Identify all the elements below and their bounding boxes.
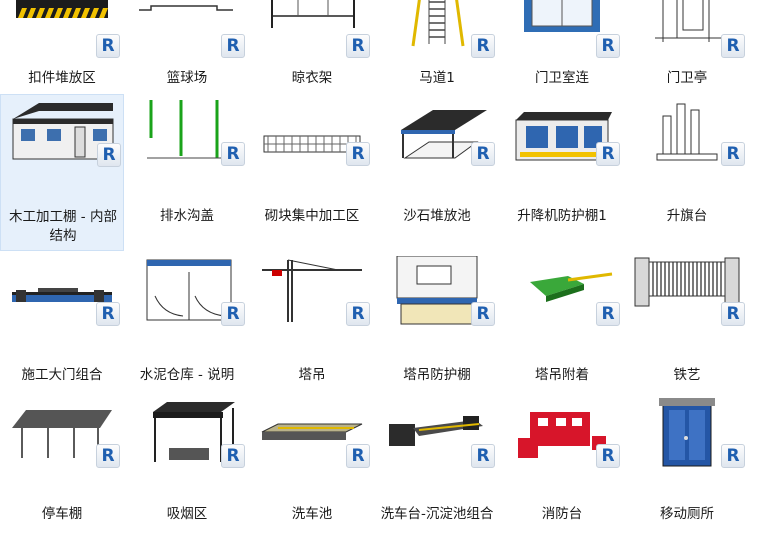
family-tile-carpentry-shed[interactable]: R 木工加工棚 - 内部结构 xyxy=(0,94,124,251)
revit-badge-icon: R xyxy=(96,34,120,58)
revit-badge-icon: R xyxy=(221,34,245,58)
family-tile-label: 排水沟盖 xyxy=(160,208,214,224)
site-gate-icon xyxy=(8,256,116,326)
family-tile-label: 吸烟区 xyxy=(166,506,208,522)
family-tile-label: 移动厕所 xyxy=(660,506,714,522)
family-tile-label: 扣件堆放区 xyxy=(28,70,96,86)
family-tile-label: 木工加工棚 - 内部结构 xyxy=(9,209,117,244)
family-tile-label: 洗车台-沉淀池组合 xyxy=(380,506,494,522)
revit-badge-icon: R xyxy=(471,34,495,58)
family-tile-mobile-toilet[interactable]: R 移动厕所 xyxy=(625,398,749,524)
clothes-rack-icon xyxy=(258,0,366,58)
basketball-court-icon xyxy=(133,0,241,58)
family-tile-label: 塔吊附着 xyxy=(535,367,589,383)
family-tile-label: 洗车池 xyxy=(291,506,333,522)
family-tile-tower-crane[interactable]: R 塔吊 xyxy=(250,254,374,383)
family-tile-sand-gravel-pit[interactable]: R 沙石堆放池 xyxy=(375,94,499,224)
family-tile-guard-room[interactable]: R 门卫室连 xyxy=(500,0,624,114)
revit-badge-icon: R xyxy=(346,34,370,58)
family-tile-label: 砌块集中加工区 xyxy=(264,208,360,224)
revit-badge-icon: R xyxy=(471,142,495,166)
family-tile-label: 门卫室连 xyxy=(535,70,589,86)
iron-fence-icon xyxy=(633,256,741,326)
car-wash-sediment-icon xyxy=(383,398,491,468)
hoist-shelter-icon xyxy=(508,96,616,166)
family-tile-label: 篮球场 xyxy=(166,70,208,86)
revit-badge-icon: R xyxy=(346,142,370,166)
family-tile-label: 消防台 xyxy=(541,506,583,522)
revit-badge-icon: R xyxy=(596,34,620,58)
revit-badge-icon: R xyxy=(346,302,370,326)
revit-badge-icon: R xyxy=(721,34,745,58)
family-tile-flag-platform[interactable]: R 升旗台 xyxy=(625,94,749,224)
ramp-walkway-icon xyxy=(383,0,491,58)
revit-badge-icon: R xyxy=(721,142,745,166)
smoking-area-icon xyxy=(133,398,241,468)
family-tile-label: 晾衣架 xyxy=(291,70,333,86)
revit-badge-icon: R xyxy=(97,143,121,167)
family-tile-carport[interactable]: R 停车棚 xyxy=(0,398,124,524)
family-tile-label: 塔吊 xyxy=(298,367,326,383)
carpentry-shed-icon xyxy=(9,97,117,167)
material-stack-icon xyxy=(8,0,116,58)
revit-badge-icon: R xyxy=(221,302,245,326)
revit-badge-icon: R xyxy=(96,444,120,468)
sand-gravel-pit-icon xyxy=(383,96,491,166)
tower-crane-icon xyxy=(258,256,366,326)
family-tile-crane-attachment[interactable]: R 塔吊附着 xyxy=(500,254,624,383)
family-tile-hoist-shelter[interactable]: R 升降机防护棚1 xyxy=(500,94,624,224)
revit-badge-icon: R xyxy=(596,444,620,468)
carport-icon xyxy=(8,398,116,468)
revit-badge-icon: R xyxy=(471,302,495,326)
drain-cover-icon xyxy=(133,96,241,166)
family-tile-ramp-walkway[interactable]: R 马道1 xyxy=(375,0,499,114)
family-tile-label: 水泥仓库 - 说明 xyxy=(139,367,235,383)
family-tile-car-wash-pool[interactable]: R 洗车池 xyxy=(250,398,374,524)
family-tile-drain-cover[interactable]: R 排水沟盖 xyxy=(125,94,249,224)
family-tile-crane-shelter[interactable]: R 塔吊防护棚 xyxy=(375,254,499,383)
family-tile-smoking-area[interactable]: R 吸烟区 xyxy=(125,398,249,524)
family-tile-label: 门卫亭 xyxy=(666,70,708,86)
family-tile-iron-fence[interactable]: R 铁艺 xyxy=(625,254,749,383)
flag-platform-icon xyxy=(633,96,741,166)
revit-badge-icon: R xyxy=(221,444,245,468)
family-tile-label: 施工大门组合 xyxy=(21,367,103,383)
family-tile-car-wash-sediment[interactable]: R 洗车台-沉淀池组合 xyxy=(375,398,499,524)
revit-badge-icon: R xyxy=(221,142,245,166)
guard-room-icon xyxy=(508,0,616,58)
revit-badge-icon: R xyxy=(721,444,745,468)
family-tile-label: 塔吊防护棚 xyxy=(403,367,471,383)
family-tile-site-gate[interactable]: R 施工大门组合 xyxy=(0,254,124,383)
family-tile-block-processing-area[interactable]: R 砌块集中加工区 xyxy=(250,94,374,224)
family-tile-label: 升旗台 xyxy=(666,208,708,224)
mobile-toilet-icon xyxy=(633,398,741,468)
family-tile-label: 停车棚 xyxy=(41,506,83,522)
guard-booth-icon xyxy=(633,0,741,58)
family-tile-clothes-rack[interactable]: R 晾衣架 xyxy=(250,0,374,114)
revit-badge-icon: R xyxy=(596,142,620,166)
crane-shelter-icon xyxy=(383,256,491,326)
car-wash-pool-icon xyxy=(258,398,366,468)
family-tile-label: 沙石堆放池 xyxy=(403,208,471,224)
revit-badge-icon: R xyxy=(721,302,745,326)
family-tile-label: 铁艺 xyxy=(673,367,701,383)
crane-attachment-icon xyxy=(508,256,616,326)
revit-badge-icon: R xyxy=(471,444,495,468)
revit-badge-icon: R xyxy=(596,302,620,326)
family-tile-label: 马道1 xyxy=(419,70,455,86)
family-tile-cement-warehouse[interactable]: R 水泥仓库 - 说明 xyxy=(125,254,249,383)
family-tile-label: 升降机防护棚1 xyxy=(517,208,607,224)
family-tile-guard-booth[interactable]: R 门卫亭 xyxy=(625,0,749,114)
revit-badge-icon: R xyxy=(346,444,370,468)
family-tile-fire-station[interactable]: R 消防台 xyxy=(500,398,624,524)
revit-badge-icon: R xyxy=(96,302,120,326)
family-tile-basketball-court[interactable]: R 篮球场 xyxy=(125,0,249,114)
